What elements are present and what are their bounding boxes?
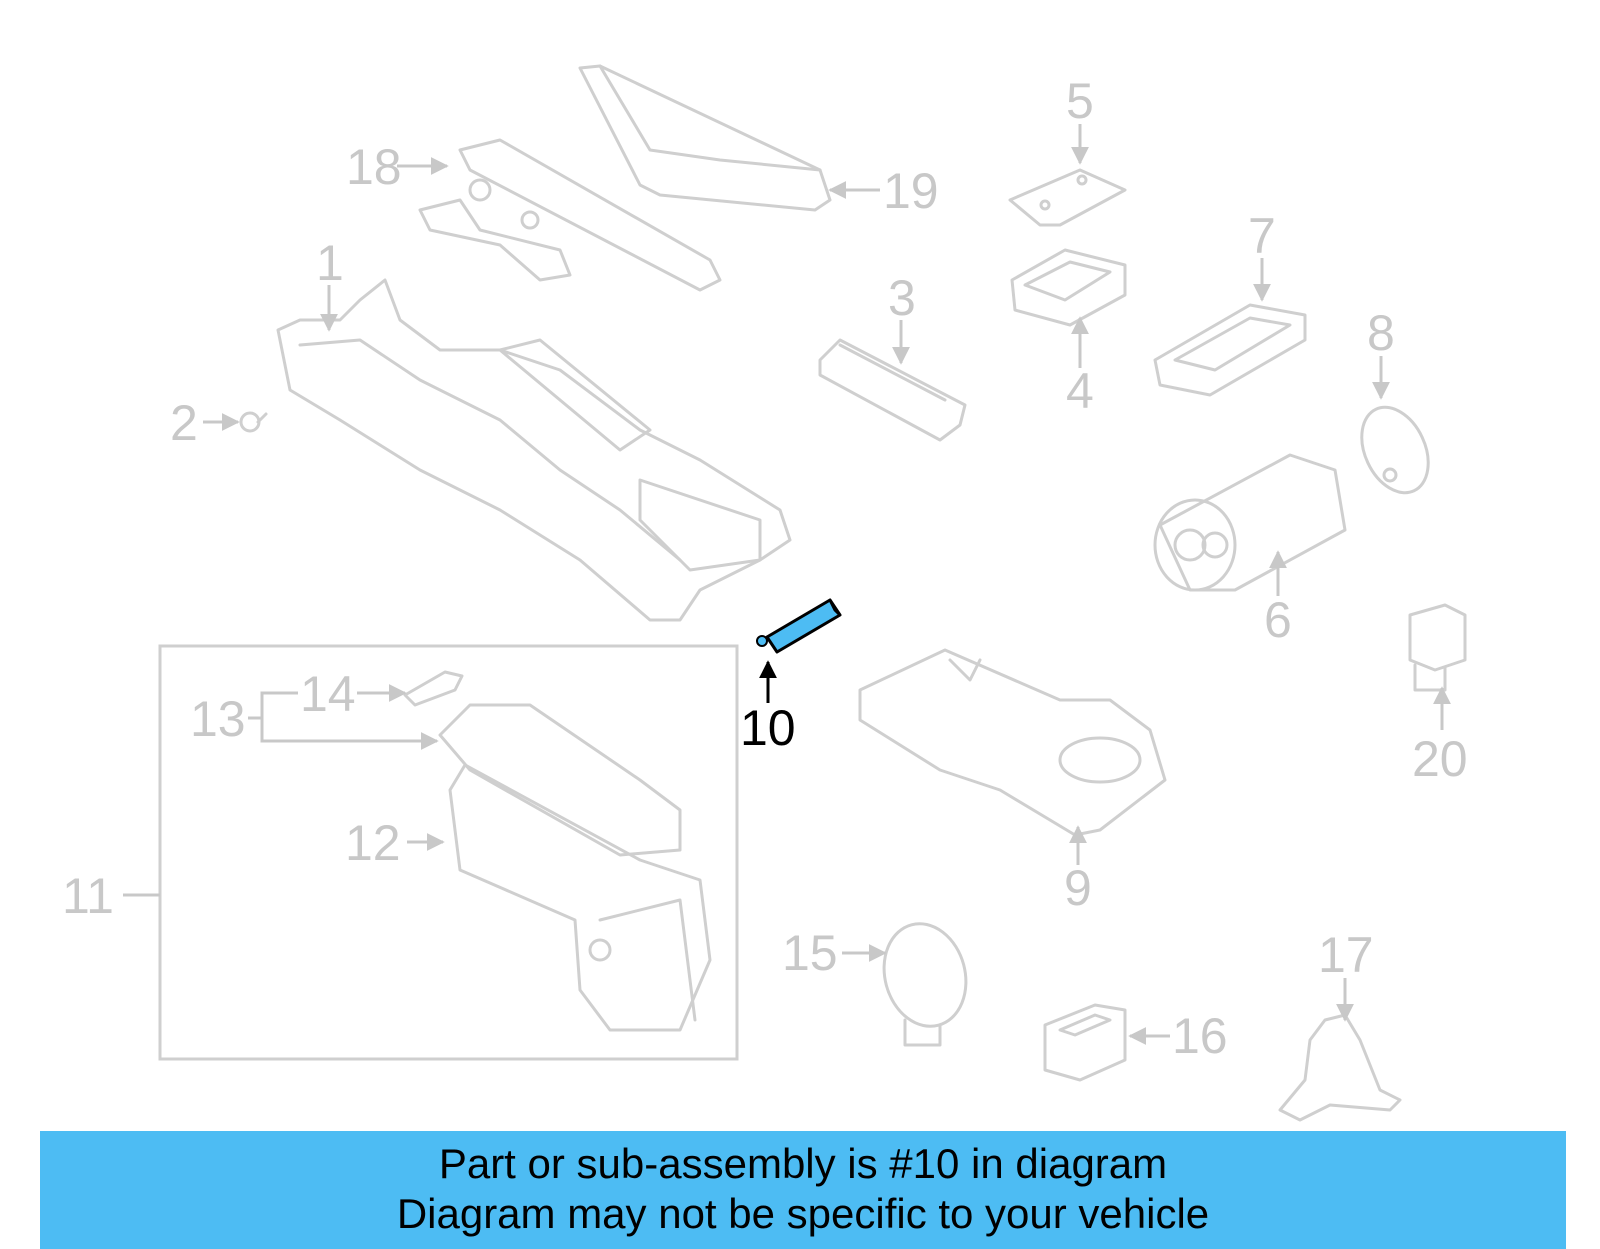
- part-2-clip: [239, 411, 268, 433]
- info-banner: Part or sub-assembly is #10 in diagram D…: [40, 1131, 1566, 1249]
- banner-line-2: Diagram may not be specific to your vehi…: [396, 1190, 1210, 1237]
- part-14-clip: [403, 670, 464, 707]
- callout-3: 3: [888, 270, 916, 326]
- callout-18: 18: [346, 139, 402, 195]
- callout-7: 7: [1248, 208, 1276, 264]
- part-4-tray: [1010, 248, 1127, 327]
- part-19-trim-panel: [578, 64, 832, 212]
- callout-5: 5: [1066, 73, 1094, 129]
- part-8-disc: [1360, 405, 1430, 495]
- callout-17: 17: [1318, 927, 1374, 983]
- part-7-storage-tray: [1153, 303, 1307, 397]
- callout-13: 13: [190, 691, 246, 747]
- part-17-mount: [1278, 1013, 1402, 1122]
- part-9-console-tray: [858, 648, 1167, 837]
- part-5-cover-plate: [1008, 168, 1127, 227]
- callout-2: 2: [170, 395, 198, 451]
- subassembly-11-box: [158, 644, 739, 1061]
- banner-line-1: Part or sub-assembly is #10 in diagram: [438, 1140, 1168, 1187]
- callout-1: 1: [316, 235, 344, 291]
- callout-labels: 1 2 3 4 5 6 7 8 9 10 11 12 13 14 15 16 1…: [62, 73, 1468, 1064]
- callout-8: 8: [1367, 305, 1395, 361]
- part-10-highlighted: [756, 598, 842, 654]
- callout-14: 14: [300, 666, 356, 722]
- callout-19: 19: [883, 163, 939, 219]
- part-18-bracket: [418, 138, 722, 292]
- callout-6: 6: [1264, 592, 1292, 648]
- callout-15: 15: [782, 925, 838, 981]
- callout-4: 4: [1066, 363, 1094, 419]
- part-12-13-armrest: [438, 703, 712, 1032]
- callout-16: 16: [1172, 1008, 1228, 1064]
- callout-11: 11: [62, 868, 114, 924]
- part-16-bracket: [1043, 1003, 1127, 1082]
- part-3-rail: [818, 338, 967, 442]
- callout-12: 12: [345, 815, 401, 871]
- callout-9: 9: [1064, 860, 1092, 916]
- part-15-knob: [882, 922, 968, 1047]
- callout-10-highlighted: 10: [740, 700, 796, 756]
- leader-lines: [123, 124, 1451, 1045]
- part-6-cup-holder: [1153, 453, 1347, 592]
- part-20-switch: [1408, 603, 1467, 692]
- callout-20: 20: [1412, 731, 1468, 787]
- part-1-center-console: [276, 278, 792, 622]
